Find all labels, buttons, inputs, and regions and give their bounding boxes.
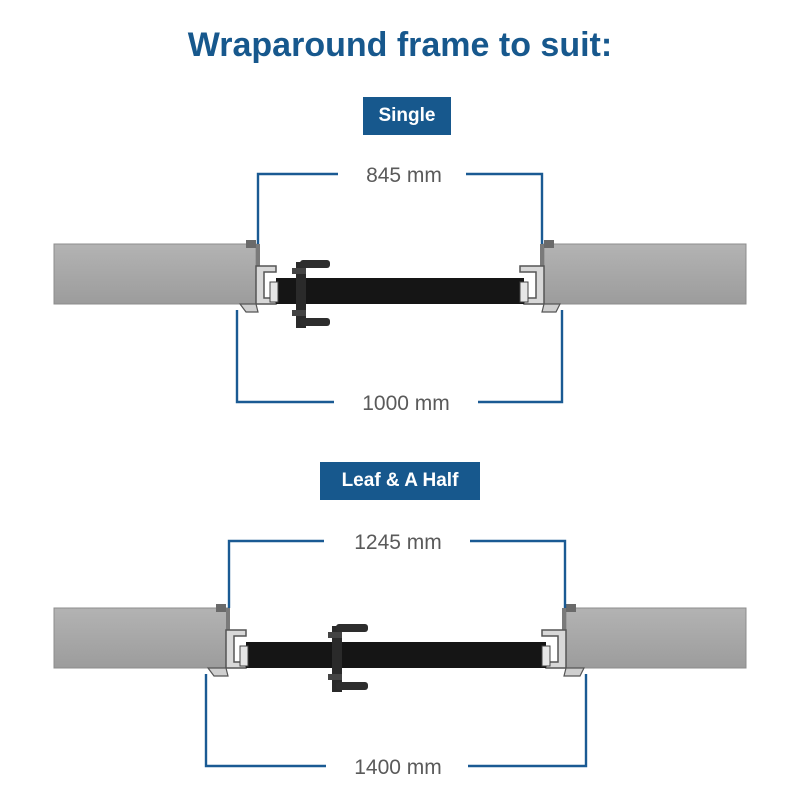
outer-dimension-label: 1000 mm [362, 392, 450, 415]
left-frame-profile [238, 240, 277, 313]
right-wall [543, 243, 747, 305]
page-title: Wraparound frame to suit: [187, 26, 613, 64]
left-frame-profile [206, 604, 247, 677]
outer-dimension-label: 1400 mm [354, 756, 442, 779]
right-frame-profile [541, 604, 585, 677]
outer-dimension-line [204, 674, 588, 768]
section-label-single: Single [363, 97, 451, 135]
single-door-diagram: 845 mm 1000 mm [53, 164, 747, 415]
outer-dimension-line [235, 310, 564, 404]
lever-handle-icon [328, 624, 368, 692]
inner-dimension-line [227, 539, 567, 608]
leaf-and-a-half-diagram: 1245 mm 1400 mm [53, 531, 747, 779]
right-frame-profile [519, 240, 561, 313]
door-leaf [276, 278, 524, 304]
left-wall [53, 607, 229, 669]
inner-dimension-label: 1245 mm [354, 531, 442, 554]
inner-dimension-line [256, 172, 544, 244]
lever-handle-icon [292, 260, 330, 328]
right-wall [565, 607, 747, 669]
section-label-leaf-and-a-half: Leaf & A Half [320, 462, 480, 500]
door-leaf [246, 642, 546, 668]
left-wall [53, 243, 257, 305]
inner-dimension-label: 845 mm [366, 164, 442, 187]
